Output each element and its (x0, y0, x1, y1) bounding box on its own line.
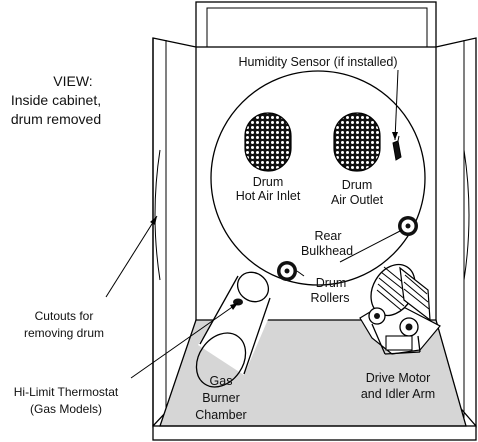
drum-hot-air-inlet-label-1: Drum (253, 175, 284, 189)
drum-rollers-label-1: Drum (316, 276, 347, 290)
view-note-line2: Inside cabinet, (11, 92, 101, 108)
rear-bulkhead-label-2: Bulkhead (301, 244, 353, 258)
drive-motor-label-2: and Idler Arm (361, 387, 435, 401)
hi-limit-label-1: Hi-Limit Thermostat (14, 385, 119, 399)
drum-rollers-label-2: Rollers (311, 291, 350, 305)
humidity-sensor-icon (392, 135, 402, 161)
hi-limit-label-2: (Gas Models) (30, 402, 102, 416)
drive-motor-assembly (359, 263, 441, 355)
gas-burner-label-2: Burner (202, 391, 240, 405)
rear-bulkhead (210, 70, 426, 286)
drum-roller-right (398, 216, 418, 236)
gas-burner-chamber (195, 271, 276, 388)
view-note-line3: drum removed (11, 111, 101, 127)
view-note: VIEW: Inside cabinet, drum removed (11, 73, 101, 127)
cabinet-top (195, 1, 437, 48)
drum-air-outlet-label-2: Air Outlet (331, 193, 384, 207)
drum-roller-left (277, 261, 297, 281)
humidity-sensor-label: Humidity Sensor (if installed) (238, 55, 397, 69)
leader-lines (105, 69, 403, 379)
drum-air-outlet-label-1: Drum (342, 178, 373, 192)
view-note-line1: VIEW: (53, 73, 92, 89)
hot-air-inlet-grille (244, 112, 292, 172)
drive-motor-label-1: Drive Motor (366, 371, 431, 385)
rear-bulkhead-label-1: Rear (314, 229, 341, 243)
cutouts-label-1: Cutouts for (35, 309, 94, 323)
gas-burner-label-3: Chamber (195, 408, 246, 422)
gas-burner-label-1: Gas (210, 374, 233, 388)
air-outlet-grille (333, 112, 381, 172)
drum-hot-air-inlet-label-2: Hot Air Inlet (236, 189, 301, 203)
cutouts-label-2: removing drum (24, 326, 104, 340)
